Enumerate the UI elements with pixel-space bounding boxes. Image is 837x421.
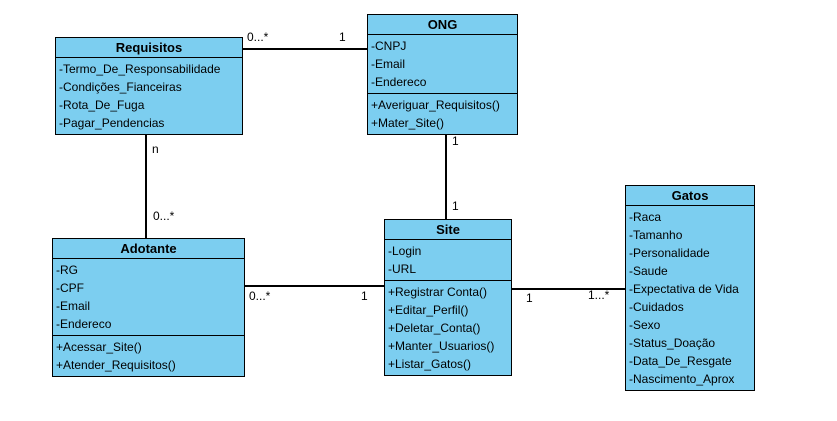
class-node-adotante[interactable]: Adotante -RG -CPF -Email -Endereco +Acessar_S… <box>52 238 245 377</box>
class-node-gatos[interactable]: Gatos -Raca -Tamanho -Personalidade -Saude -E… <box>625 185 755 391</box>
multiplicity-label: n <box>152 142 159 156</box>
class-node-requisitos[interactable]: Requisitos -Termo_De_Responsabilidade -Con… <box>55 37 243 135</box>
multiplicity-label: 1 <box>452 199 459 213</box>
method-row: +Atender_Requisitos() <box>56 358 176 372</box>
attribute-row: -RG <box>56 263 78 277</box>
attribute-row: -Rota_De_Fuga <box>59 98 145 112</box>
association-line-adotante-site[interactable] <box>244 285 385 287</box>
class-name: ONG <box>368 15 517 35</box>
attributes-compartment: -RG -CPF -Email -Endereco <box>53 259 244 335</box>
class-node-ong[interactable]: ONG -CNPJ -Email -Endereco +Averiguar_Requis… <box>367 14 518 135</box>
attribute-row: -Email <box>371 57 406 71</box>
attributes-compartment: -Raca -Tamanho -Personalidade -Saude -Expect… <box>626 206 754 390</box>
attribute-row: -Login <box>388 244 422 258</box>
multiplicity-label: 0...* <box>247 30 269 44</box>
method-row: +Mater_Site() <box>371 116 445 130</box>
attribute-row: -Expectativa de Vida <box>629 282 739 296</box>
attribute-row: -Pagar_Pendencias <box>59 116 165 130</box>
methods-compartment: +Registrar Conta() +Editar_Perfil() +Delet… <box>385 280 511 375</box>
attribute-row: -Endereco <box>56 317 112 331</box>
methods-compartment: +Acessar_Site() +Atender_Requisitos() <box>53 335 244 376</box>
attribute-row: -Data_De_Resgate <box>629 354 732 368</box>
multiplicity-label: 1 <box>339 30 346 44</box>
methods-compartment: +Averiguar_Requisitos() +Mater_Site() <box>368 93 517 134</box>
multiplicity-label: 0...* <box>153 209 175 223</box>
association-line-site-gatos[interactable] <box>511 288 626 290</box>
association-line-requisitos-ong[interactable] <box>242 48 368 50</box>
multiplicity-label: 1 <box>361 289 368 303</box>
attribute-row: -Raca <box>629 210 662 224</box>
attribute-row: -Tamanho <box>629 228 683 242</box>
attribute-row: -Personalidade <box>629 246 710 260</box>
association-line-requisitos-adotante[interactable] <box>145 132 147 239</box>
attribute-row: -Saude <box>629 264 668 278</box>
attribute-row: -CNPJ <box>371 39 407 53</box>
class-name: Gatos <box>626 186 754 206</box>
multiplicity-label: 1...* <box>588 288 610 302</box>
class-name: Adotante <box>53 239 244 259</box>
multiplicity-label: 1 <box>452 134 459 148</box>
attribute-row: -Condições_Fianceiras <box>59 80 182 94</box>
multiplicity-label: 0...* <box>249 289 271 303</box>
attribute-row: -Cuidados <box>629 300 684 314</box>
attributes-compartment: -CNPJ -Email -Endereco <box>368 35 517 93</box>
method-row: +Acessar_Site() <box>56 340 142 354</box>
attribute-row: -Status_Doação <box>629 336 716 350</box>
method-row: +Averiguar_Requisitos() <box>371 98 500 112</box>
multiplicity-label: 1 <box>526 291 533 305</box>
class-node-site[interactable]: Site -Login -URL +Registrar Conta() +Editar_… <box>384 219 512 376</box>
attribute-row: -Sexo <box>629 318 661 332</box>
attributes-compartment: -Login -URL <box>385 240 511 280</box>
attribute-row: -Nascimento_Aprox <box>629 372 735 386</box>
attributes-compartment: -Termo_De_Responsabilidade -Condições_Fia… <box>56 58 242 134</box>
attribute-row: -Termo_De_Responsabilidade <box>59 62 221 76</box>
class-name: Site <box>385 220 511 240</box>
attribute-row: -CPF <box>56 281 84 295</box>
method-row: +Manter_Usuarios() <box>388 339 495 353</box>
method-row: +Deletar_Conta() <box>388 321 481 335</box>
class-name: Requisitos <box>56 38 242 58</box>
attribute-row: -URL <box>388 262 417 276</box>
method-row: +Registrar Conta() <box>388 285 488 299</box>
method-row: +Editar_Perfil() <box>388 303 469 317</box>
association-line-ong-site[interactable] <box>445 126 447 220</box>
attribute-row: -Email <box>56 299 91 313</box>
attribute-row: -Endereco <box>371 75 427 89</box>
method-row: +Listar_Gatos() <box>388 357 472 371</box>
